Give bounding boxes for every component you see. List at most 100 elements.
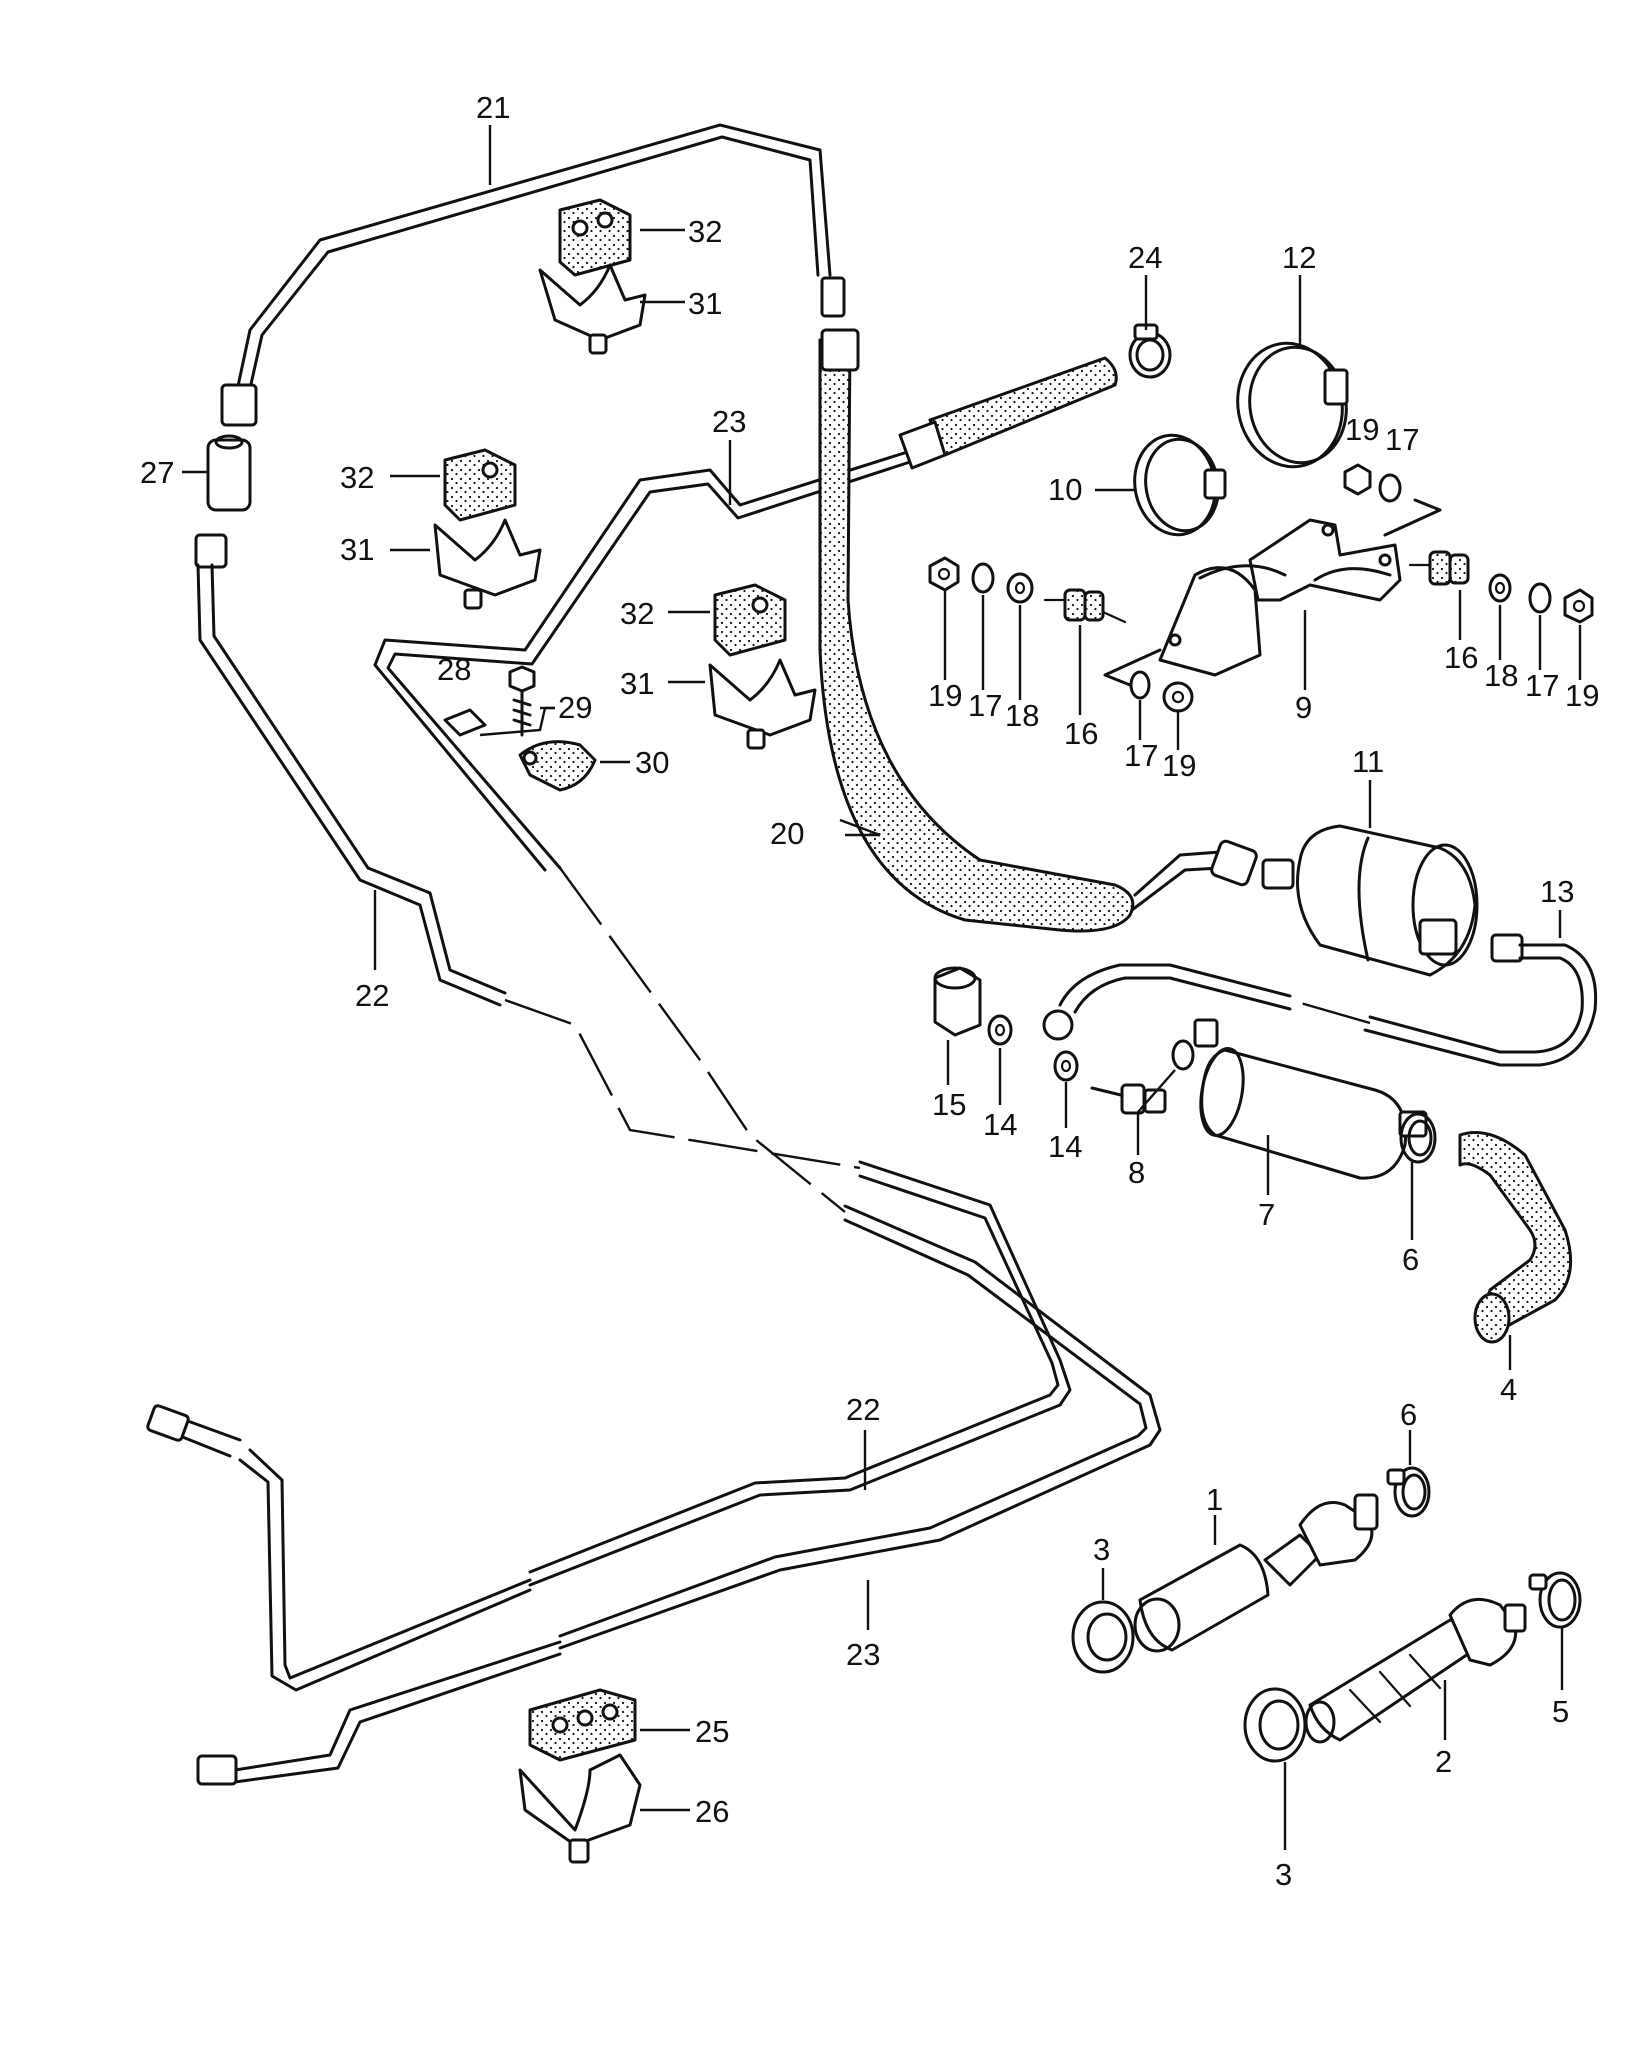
callout-23-top: 23 [712,404,746,439]
fuel-pump-7 [1193,1018,1428,1180]
fuel-line-21 [220,123,846,427]
clip-31-right [708,658,817,750]
washer-14-b [1053,1050,1079,1082]
callout-3-left: 3 [1093,1532,1110,1567]
callout-19-c: 19 [1162,748,1196,783]
callout-17-c: 17 [1124,738,1158,773]
nut-19-left [928,556,960,592]
nut-19-right [1563,588,1594,624]
clip-32-top [558,198,632,277]
banjo-fitting-8 [1090,1039,1195,1115]
fuel-line-23 [196,446,1162,1786]
callout-22-bottom: 22 [846,1392,880,1427]
callout-30: 30 [635,745,669,780]
callout-14-b: 14 [1048,1129,1082,1164]
callout-16-a: 16 [1064,716,1098,751]
lock-washer-17-right [1528,582,1552,614]
callout-31-middle: 31 [340,532,374,567]
callout-17-a: 17 [968,688,1002,723]
callout-32-middle: 32 [340,460,374,495]
callout-6-upper: 6 [1402,1242,1419,1277]
lock-washer-17-left [971,562,995,594]
callout-2: 2 [1435,1744,1452,1779]
cap-nut-15 [933,966,982,1037]
callout-5: 5 [1552,1694,1569,1729]
callout-15: 15 [932,1087,966,1122]
callout-24: 24 [1128,240,1162,275]
callout-17-b: 17 [1525,668,1559,703]
upper-hose [898,356,1118,470]
callout-8: 8 [1128,1155,1145,1190]
callout-25: 25 [695,1714,729,1749]
pump-unit-1 [1133,1493,1379,1653]
nut-19-lower [1162,681,1194,713]
rubber-mount-16-left [1043,588,1127,624]
lock-washer-17-top [1378,473,1402,503]
hose-clamp-24 [1128,323,1172,379]
pump-bracket-9 [1158,518,1402,677]
lock-washer-17-lower [1129,670,1151,700]
callout-28: 28 [437,652,471,687]
callout-21: 21 [476,90,510,125]
connector-27 [194,434,252,569]
callout-32-right: 32 [620,596,654,631]
hose-clamp-6-upper [1399,1112,1437,1164]
clip-25 [528,1688,637,1762]
callout-14-a: 14 [983,1107,1017,1142]
callout-27: 27 [140,455,174,490]
callout-22-top: 22 [355,978,389,1013]
callout-10: 10 [1048,472,1082,507]
strainer-2 [1304,1597,1527,1744]
callout-4: 4 [1500,1372,1517,1407]
washer-18-left [1006,572,1034,604]
callout-31-top: 31 [688,286,722,321]
callout-12: 12 [1282,240,1316,275]
callout-11: 11 [1352,744,1384,779]
line-21-fitting [820,276,846,318]
callout-29: 29 [558,690,592,725]
clip-31-top [538,263,647,355]
callout-18-b: 18 [1484,658,1518,693]
leader-lines [182,125,1582,1850]
callout-1: 1 [1206,1482,1223,1517]
return-line-13 [1042,933,1598,1067]
callout-3-right: 3 [1275,1857,1292,1892]
rubber-mount-16-right [1408,550,1470,586]
screw-29 [508,665,536,737]
clip-nut-28 [443,708,487,737]
callout-labels: 21 32 31 24 12 23 27 32 10 19 17 31 32 3… [140,90,1599,1892]
bracket-9-guide-line-2 [1383,498,1442,537]
clip-31-middle [433,518,542,610]
callout-9: 9 [1295,690,1312,725]
bracket-9-guide-line [1103,648,1162,687]
fuel-filter-11 [1261,824,1479,977]
callout-19-top: 19 [1345,412,1379,447]
callout-6-lower: 6 [1400,1397,1417,1432]
washer-14-a [987,1014,1013,1046]
hose-clamp-6-lower [1386,1466,1431,1518]
fuel-line-22 [146,563,1072,1692]
callout-32-top: 32 [688,214,722,249]
line-21-end-nut [220,383,258,427]
mounting-band-12 [1236,341,1349,469]
callout-16-b: 16 [1444,640,1478,675]
callout-18-a: 18 [1005,698,1039,733]
callout-20: 20 [770,816,804,851]
callout-31-right: 31 [620,666,654,701]
callout-23-bottom: 23 [846,1637,880,1672]
mounting-band-10 [1133,433,1227,537]
callout-17-top: 17 [1385,422,1419,457]
washer-18-right [1488,573,1512,603]
callout-26: 26 [695,1794,729,1829]
seal-ring-3-left [1071,1600,1135,1674]
clamp-30 [518,740,597,792]
nut-19-top [1343,463,1372,496]
fuel-hose-4 [1458,1131,1573,1344]
callout-13: 13 [1540,874,1574,909]
hose-clamp-5 [1528,1571,1582,1629]
callout-7: 7 [1258,1197,1275,1232]
clip-26 [518,1753,642,1864]
clip-32-middle [443,448,517,522]
callout-19-b: 19 [1565,678,1599,713]
